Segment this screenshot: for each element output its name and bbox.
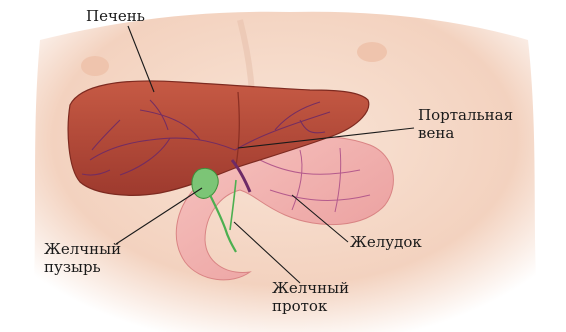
gallbladder-label-line2: пузырь [44,258,121,276]
left-nipple [81,56,109,76]
liver-label: Печень [86,7,145,25]
bile-duct-label-line1: Желчный [272,279,349,297]
portal-vein-label: Портальная вена [418,106,513,142]
bile-duct-label: Желчный проток [272,279,349,315]
bile-duct-label-line2: проток [272,297,349,315]
portal-vein-label-line2: вена [418,124,513,142]
stomach-label-text: Желудок [350,233,422,251]
gallbladder-label: Желчный пузырь [44,240,121,276]
portal-vein-label-line1: Портальная [418,106,513,124]
gallbladder-label-line1: Желчный [44,240,121,258]
stomach-label: Желудок [350,233,422,251]
liver-label-text: Печень [86,7,145,25]
right-nipple [357,42,387,62]
